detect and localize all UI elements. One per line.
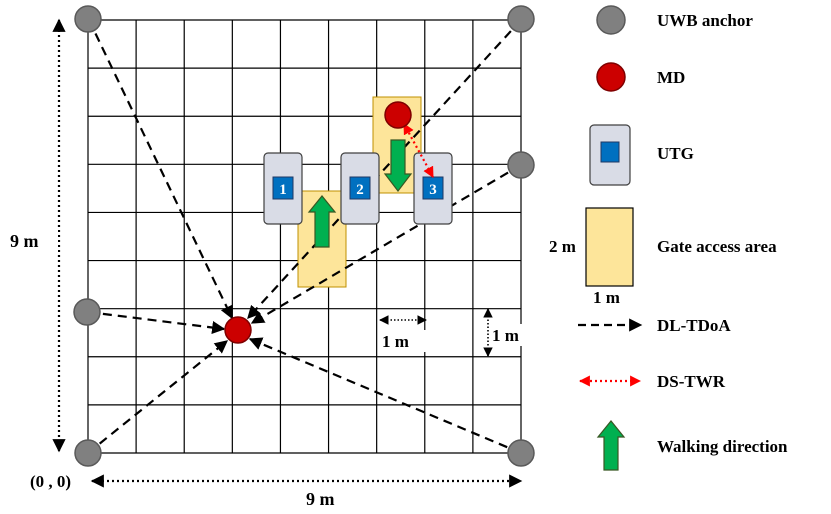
utg-gate-3: 3 (413, 152, 453, 225)
dl-line-mid-right (250, 164, 522, 324)
origin-label: (0 , 0) (30, 472, 71, 491)
legend-gate-height-label: 2 m (549, 237, 576, 256)
uwb-anchor-bottom-left (74, 439, 102, 467)
dl-line-top-left (88, 19, 233, 320)
utg-gate-2: 2 (340, 152, 380, 225)
uwb-anchor-top-right (507, 5, 535, 33)
dl-line-top-right (247, 19, 522, 319)
utg-gate-1: 1 (263, 152, 303, 225)
legend-anchor-icon (596, 5, 626, 35)
dl-line-mid-left (87, 310, 226, 335)
uwb-anchor-top-left (74, 5, 102, 33)
legend-gate-area-icon (585, 207, 634, 287)
legend-gate-width-label: 1 m (593, 288, 620, 307)
legend-ds-label: DS-TWR (657, 372, 726, 391)
dim-height-label: 9 m (10, 231, 39, 251)
dl-line-bottom-left (87, 340, 229, 454)
utg-gate-1-number: 1 (279, 182, 287, 198)
cell-width-label: 1 m (382, 332, 409, 351)
md-device-center (224, 316, 252, 344)
legend-md-label: MD (657, 68, 685, 87)
legend-walk-label: Walking direction (657, 437, 788, 456)
legend-md-icon (596, 62, 626, 92)
legend-anchor-label: UWB anchor (657, 11, 753, 30)
legend-dl-label: DL-TDoA (657, 316, 731, 335)
floor-grid (87, 19, 522, 454)
utg-gate-3-number: 3 (429, 182, 437, 198)
legend-utg-label: UTG (657, 144, 694, 163)
uwb-anchor-bottom-right (507, 439, 535, 467)
cell-height-label: 1 m (492, 326, 519, 345)
dl-tdoa-lines (87, 19, 522, 455)
uwb-anchor-mid-left (73, 298, 101, 326)
uwb-anchor-mid-right (507, 151, 535, 179)
legend: UWB anchor MD UTG 2 m 1 m Gate access ar… (549, 5, 788, 471)
md-device-gate (384, 101, 412, 129)
legend-walk-icon (596, 420, 626, 471)
dim-width-label: 9 m (306, 489, 335, 509)
legend-gate-area-label: Gate access area (657, 237, 777, 256)
dl-line-bottom-right (248, 337, 522, 455)
ds-twr-line (403, 123, 434, 178)
walking-arrow-up (307, 195, 337, 248)
utg-gate-2-number: 2 (356, 182, 364, 198)
